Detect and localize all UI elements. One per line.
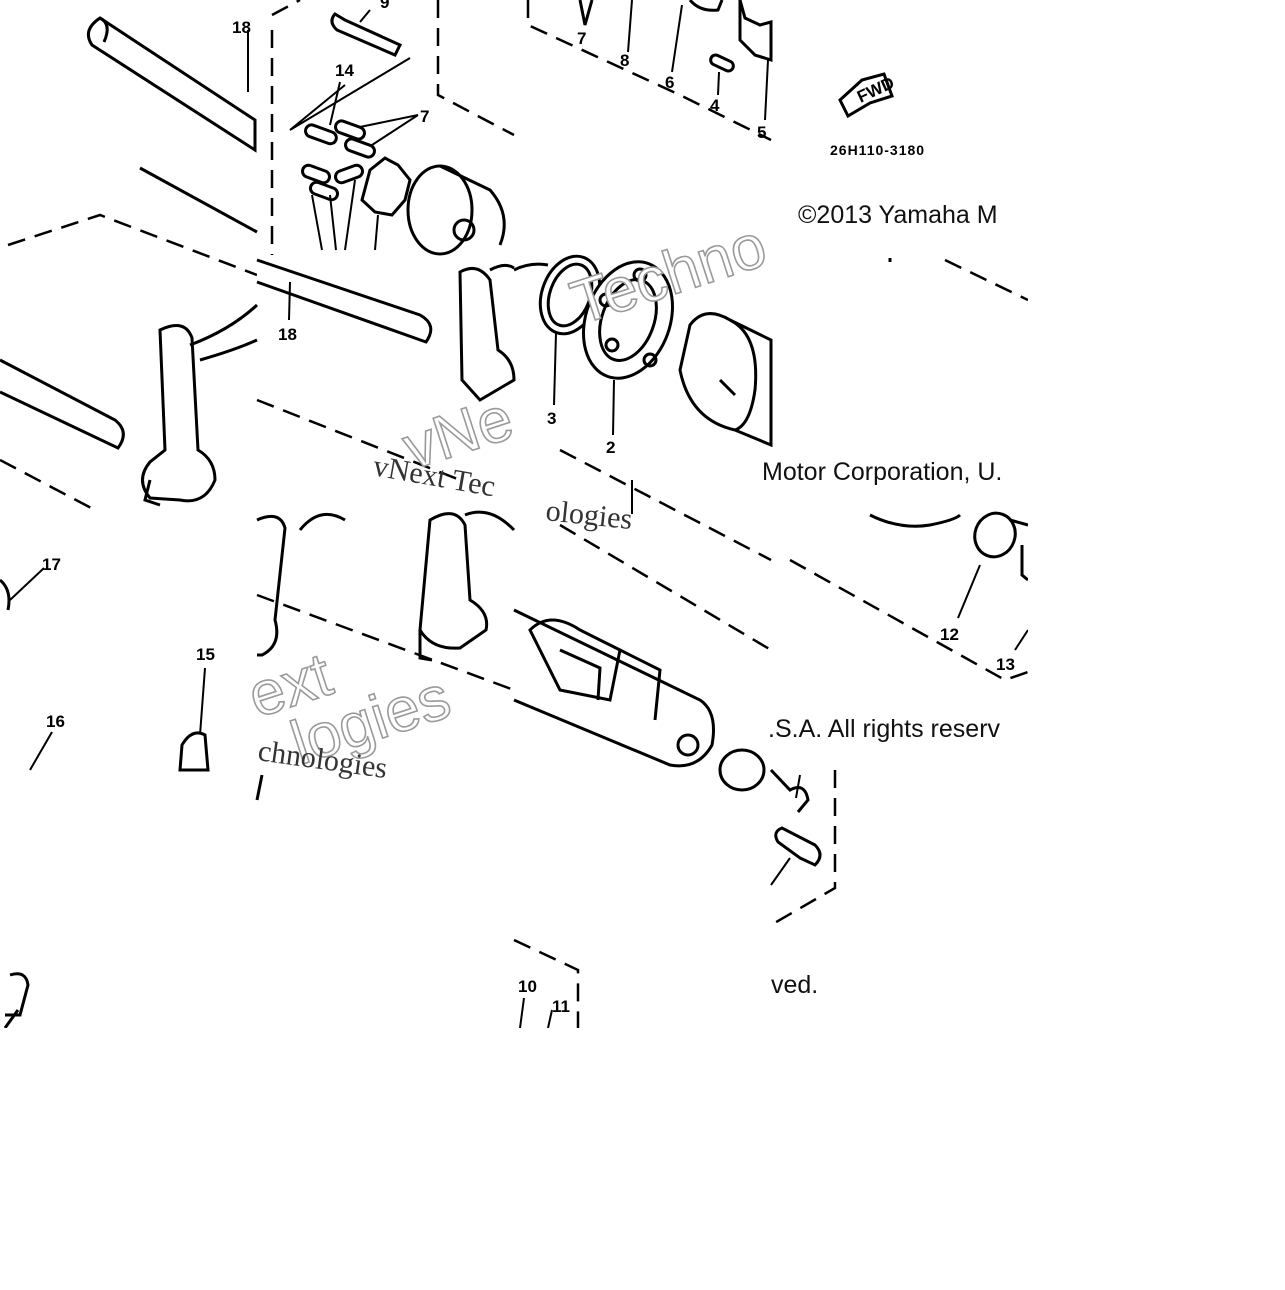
callout-8: 8 xyxy=(620,51,629,70)
callout-2: 2 xyxy=(606,438,615,457)
part-number: 26H110-3180 xyxy=(830,142,925,158)
diagram-tile-bottom-center-left xyxy=(255,774,264,801)
diagram-tile-top-left xyxy=(7,16,258,277)
callout-10: 10 xyxy=(518,977,537,996)
copyright-notice: ©2013 Yamaha M Motor Corporation, U. .S.… xyxy=(762,201,1002,999)
callout-4: 4 xyxy=(710,96,720,115)
callout-7-top: 7 xyxy=(577,29,586,48)
callout-13: 13 xyxy=(996,655,1015,674)
callout-6: 6 xyxy=(665,73,674,92)
diagram-tile-mid-center-right xyxy=(513,254,773,562)
callout-17: 17 xyxy=(42,555,61,574)
callout-18-lower: 18 xyxy=(278,325,297,344)
callout-14: 14 xyxy=(335,61,354,80)
callout-16: 16 xyxy=(46,712,65,731)
diagram-tile-right: FWD xyxy=(789,72,1029,682)
fwd-arrow-icon: FWD xyxy=(838,72,897,119)
callout-7-right: 7 xyxy=(420,107,429,126)
watermark-ologies-upper: ologies xyxy=(544,494,634,536)
callout-18-top: 18 xyxy=(232,18,251,37)
diagram-tile-lower-left xyxy=(0,567,210,772)
callout-15: 15 xyxy=(196,645,215,664)
callout-5: 5 xyxy=(757,123,766,142)
diagram-tile-bottom-center-right xyxy=(513,768,837,1029)
diagram-tile-bottom-left xyxy=(3,972,30,1029)
diagram-tile-mid-left xyxy=(0,303,259,512)
diagram-tile-lower-center-right xyxy=(513,523,772,792)
callout-12: 12 xyxy=(940,625,959,644)
callout-9-top: 9 xyxy=(380,0,389,12)
diagram-tile-lower-center-left xyxy=(256,510,516,692)
callout-11: 11 xyxy=(552,997,570,1016)
diagram-tile-top-center-left xyxy=(139,0,515,256)
diagram-tile-mid-center-left xyxy=(256,258,516,482)
copyright-fragment-1: ©2013 Yamaha M xyxy=(798,201,998,229)
copyright-fragment-4: ved. xyxy=(771,971,818,999)
copyright-fragment-2: Motor Corporation, U. xyxy=(762,458,1002,486)
diagram-tile-top-center-right xyxy=(526,0,773,142)
copyright-fragment-3: .S.A. All rights reserv xyxy=(768,715,1001,743)
callout-3: 3 xyxy=(547,409,556,428)
callout-labels: 18 9 14 7 7 8 6 4 5 18 3 2 17 15 16 12 1… xyxy=(42,0,1015,1016)
